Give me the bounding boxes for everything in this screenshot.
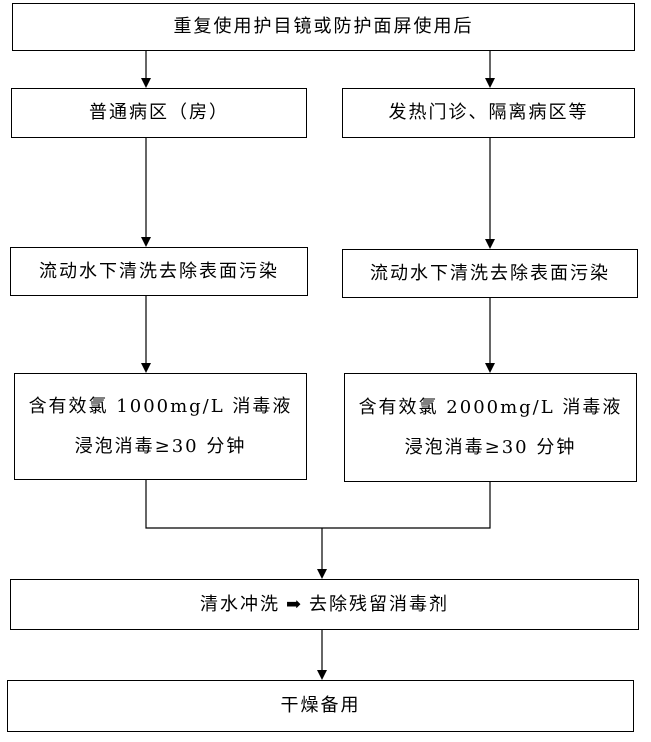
- right-area-label: 发热门诊、隔离病区等: [388, 102, 589, 123]
- right-rinse-node: 流动水下清洗去除表面污染: [342, 249, 638, 298]
- left-disinfect-line1: 含有效氯 1000mg/L 消毒液: [28, 395, 293, 417]
- wash-left-text: 清水冲洗: [199, 593, 280, 615]
- wash-node: 清水冲洗➡去除残留消毒剂: [10, 579, 639, 630]
- final-label: 干燥备用: [280, 695, 361, 716]
- right-disinfect-node: 含有效氯 2000mg/L 消毒液 浸泡消毒≥30 分钟: [344, 373, 637, 482]
- start-node-label: 重复使用护目镜或防护面屏使用后: [173, 16, 474, 37]
- merge-line: [145, 480, 491, 529]
- right-area-node: 发热门诊、隔离病区等: [342, 88, 635, 138]
- right-disinfect-line1: 含有效氯 2000mg/L 消毒液: [358, 396, 623, 418]
- start-node: 重复使用护目镜或防护面屏使用后: [12, 3, 635, 51]
- left-rinse-node: 流动水下清洗去除表面污染: [10, 247, 308, 296]
- left-rinse-label: 流动水下清洗去除表面污染: [39, 260, 279, 282]
- right-rinse-label: 流动水下清洗去除表面污染: [370, 262, 610, 284]
- left-disinfect-line2: 浸泡消毒≥30 分钟: [74, 435, 247, 457]
- left-disinfect-node: 含有效氯 1000mg/L 消毒液 浸泡消毒≥30 分钟: [14, 373, 307, 480]
- left-area-label: 普通病区（房）: [89, 102, 229, 123]
- wash-right-text: 去除残留消毒剂: [309, 593, 450, 615]
- left-area-node: 普通病区（房）: [11, 88, 307, 138]
- wash-label: 清水冲洗➡去除残留消毒剂: [199, 593, 450, 615]
- final-node: 干燥备用: [7, 680, 634, 732]
- right-arrow-icon: ➡: [285, 593, 304, 615]
- right-disinfect-line2: 浸泡消毒≥30 分钟: [404, 436, 577, 458]
